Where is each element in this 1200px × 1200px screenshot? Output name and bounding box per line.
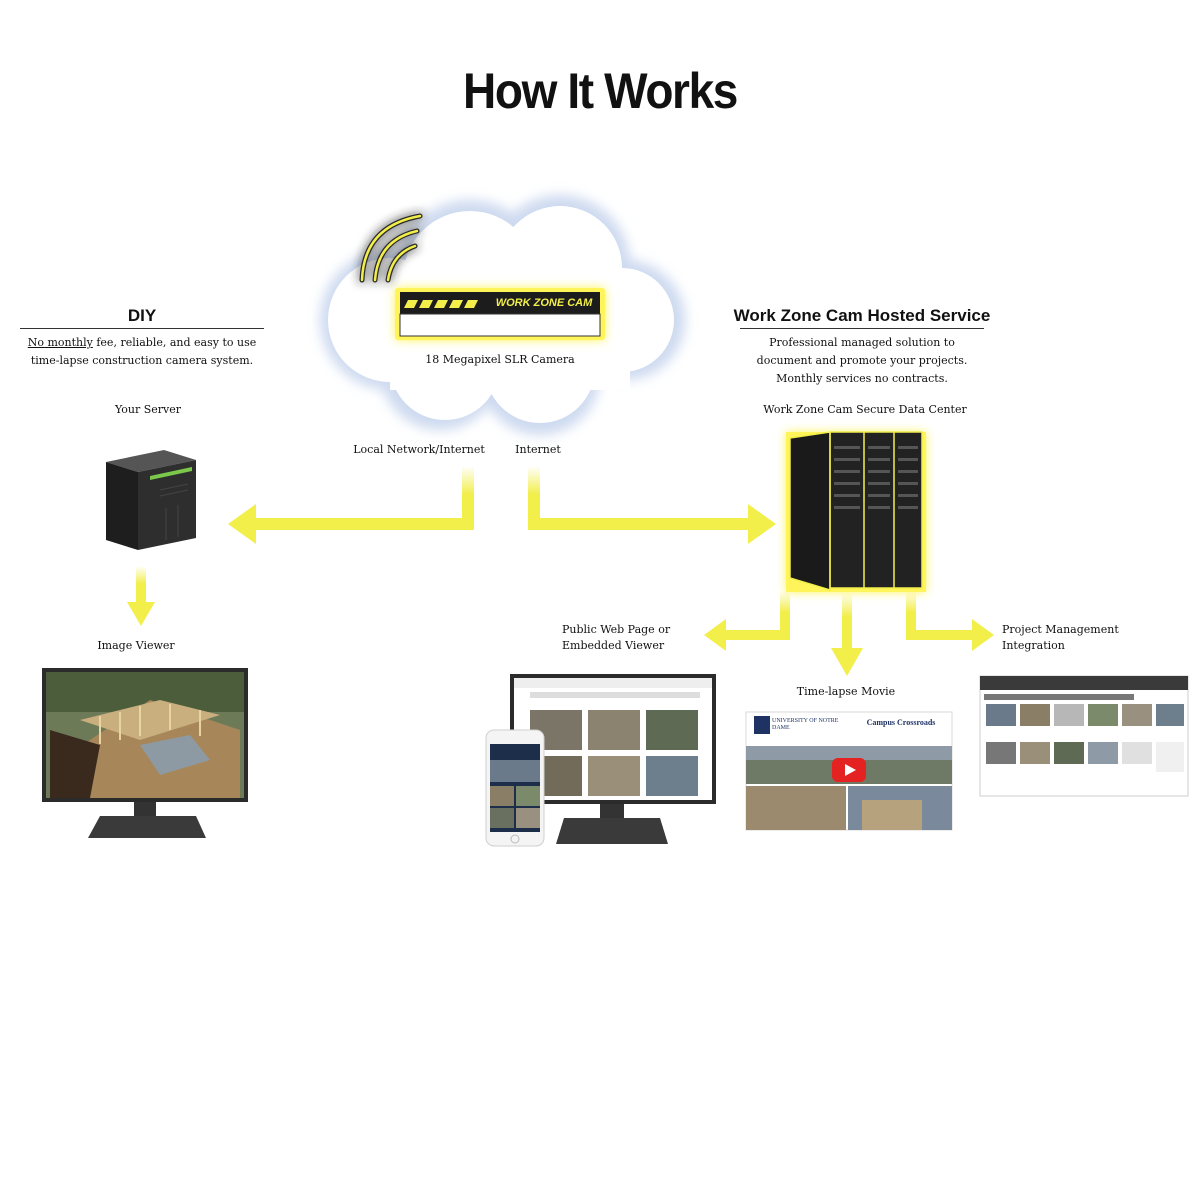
movie-title: Campus Crossroads	[866, 718, 936, 727]
server-icon	[106, 450, 196, 550]
project-management-screenshot	[979, 675, 1189, 797]
image-viewer-monitor	[42, 668, 248, 838]
camera-label: 18 Megapixel SLR Camera	[425, 353, 575, 366]
hosted-desc-line1: Professional managed solution to	[769, 336, 955, 349]
arrow-to-web	[704, 590, 790, 651]
your-server-label: Your Server	[114, 403, 182, 416]
diy-desc-line1: fee, reliable, and easy to use	[92, 336, 257, 349]
local-network-label: Local Network/Internet	[353, 443, 485, 456]
web-viewer-label: Public Web Page or Embedded Viewer	[562, 622, 712, 654]
diy-desc-underlined: No monthly	[27, 336, 93, 349]
arrow-internet	[528, 466, 776, 544]
page-title: How It Works	[463, 63, 738, 119]
camera-brand-text: WORK ZONE CAM	[495, 297, 593, 309]
pm-label-line2: Integration	[1002, 639, 1065, 652]
timelapse-movie-thumbnail	[745, 711, 953, 831]
timelapse-movie-label: Time-lapse Movie	[796, 685, 896, 698]
datacenter-icon	[786, 431, 926, 592]
hosted-rule	[740, 328, 984, 329]
image-viewer-label: Image Viewer	[97, 639, 175, 652]
diy-rule	[20, 328, 264, 329]
diy-desc-line2: time-lapse construction camera system.	[30, 354, 254, 367]
pm-label-line1: Project Management	[1002, 623, 1119, 636]
pm-integration-label: Project Management Integration	[1002, 622, 1152, 654]
arrow-to-movie	[831, 592, 863, 676]
web-label-line1: Public Web Page or	[562, 623, 671, 636]
arrow-local-network	[228, 466, 474, 544]
hosted-description: Professional managed solution to documen…	[720, 334, 1004, 388]
web-viewer-monitor	[485, 674, 716, 847]
arrow-to-pm	[906, 590, 994, 651]
web-label-line2: Embedded Viewer	[562, 639, 665, 652]
movie-brand: UNIVERSITY OF NOTRE DAME	[772, 718, 839, 731]
internet-label: Internet	[515, 443, 561, 456]
diy-description: No monthly fee, reliable, and easy to us…	[14, 334, 270, 370]
diy-heading: DIY	[127, 306, 157, 325]
camera-icon	[359, 213, 605, 340]
hosted-desc-line3: Monthly services no contracts.	[776, 372, 948, 385]
hosted-heading: Work Zone Cam Hosted Service	[733, 306, 991, 325]
arrow-server-to-viewer	[127, 566, 155, 626]
datacenter-label: Work Zone Cam Secure Data Center	[763, 403, 967, 416]
hosted-desc-line2: document and promote your projects.	[756, 354, 968, 367]
